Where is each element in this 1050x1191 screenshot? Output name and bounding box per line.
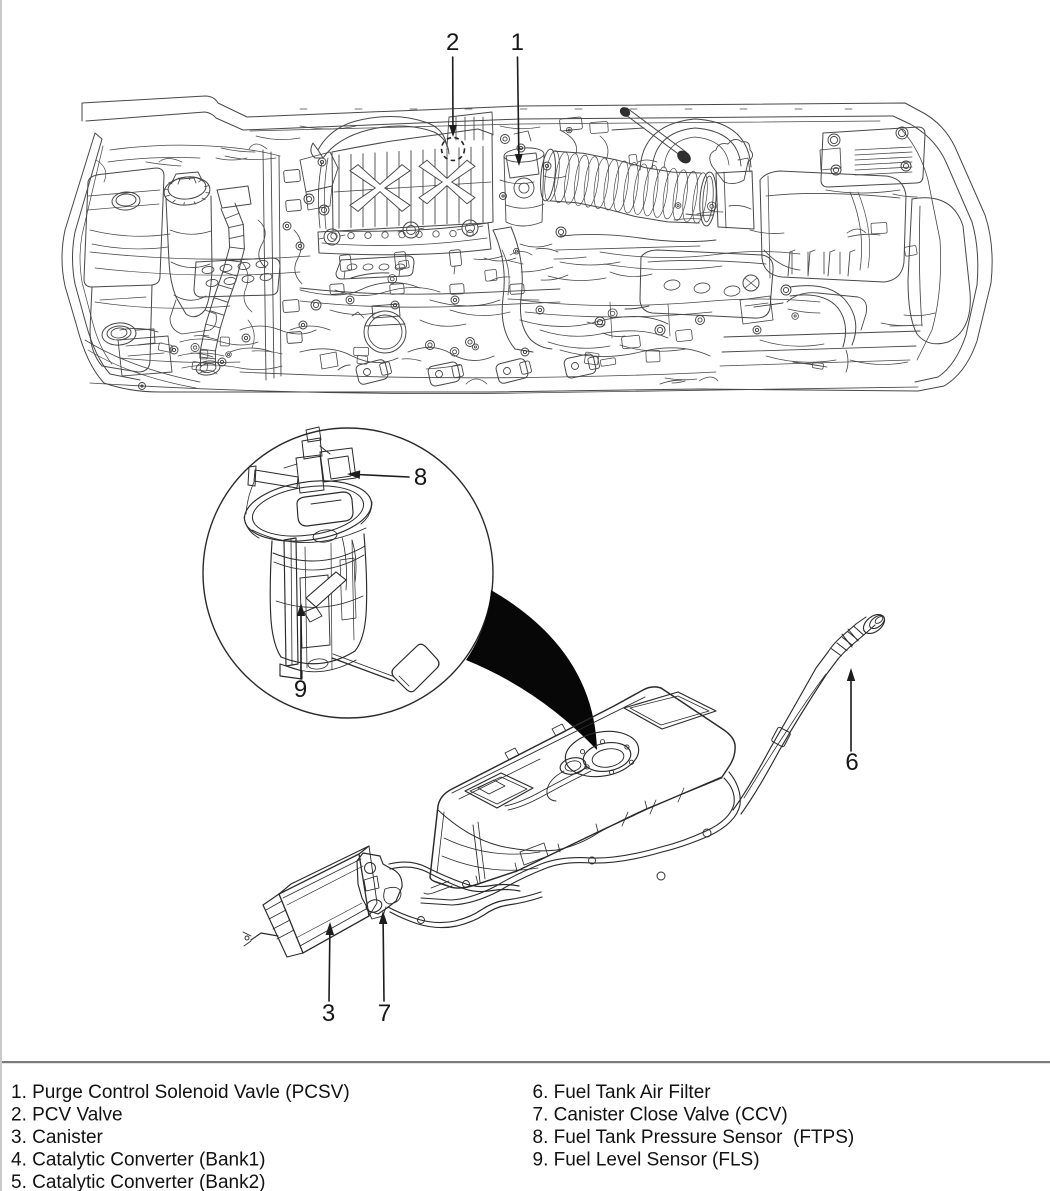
svg-text:9: 9 xyxy=(294,676,307,703)
svg-text:8. Fuel Tank Pressure Sensor: 8. Fuel Tank Pressure Sensor (FTPS) xyxy=(533,1127,855,1148)
svg-text:6: 6 xyxy=(845,749,858,776)
svg-text:2. PCV Valve: 2. PCV Valve xyxy=(11,1105,123,1126)
svg-text:9. Fuel Level Sensor (FLS): 9. Fuel Level Sensor (FLS) xyxy=(533,1150,760,1171)
svg-text:4. Catalytic Converter (Bank1): 4. Catalytic Converter (Bank1) xyxy=(11,1150,266,1171)
svg-text:1. Purge Control Solenoid Vavl: 1. Purge Control Solenoid Vavle (PCSV) xyxy=(11,1082,350,1103)
svg-text:3. Canister: 3. Canister xyxy=(11,1127,104,1148)
svg-text:2: 2 xyxy=(446,29,459,56)
svg-text:6. Fuel Tank Air Filter: 6. Fuel Tank Air Filter xyxy=(533,1082,712,1103)
svg-text:3: 3 xyxy=(322,1000,335,1027)
svg-text:5. Catalytic Converter (Bank2): 5. Catalytic Converter (Bank2) xyxy=(11,1172,266,1191)
svg-text:7. Canister Close Valve (CCV): 7. Canister Close Valve (CCV) xyxy=(533,1105,788,1126)
svg-text:7: 7 xyxy=(378,1000,391,1027)
svg-text:8: 8 xyxy=(414,464,427,491)
svg-text:1: 1 xyxy=(511,29,524,56)
